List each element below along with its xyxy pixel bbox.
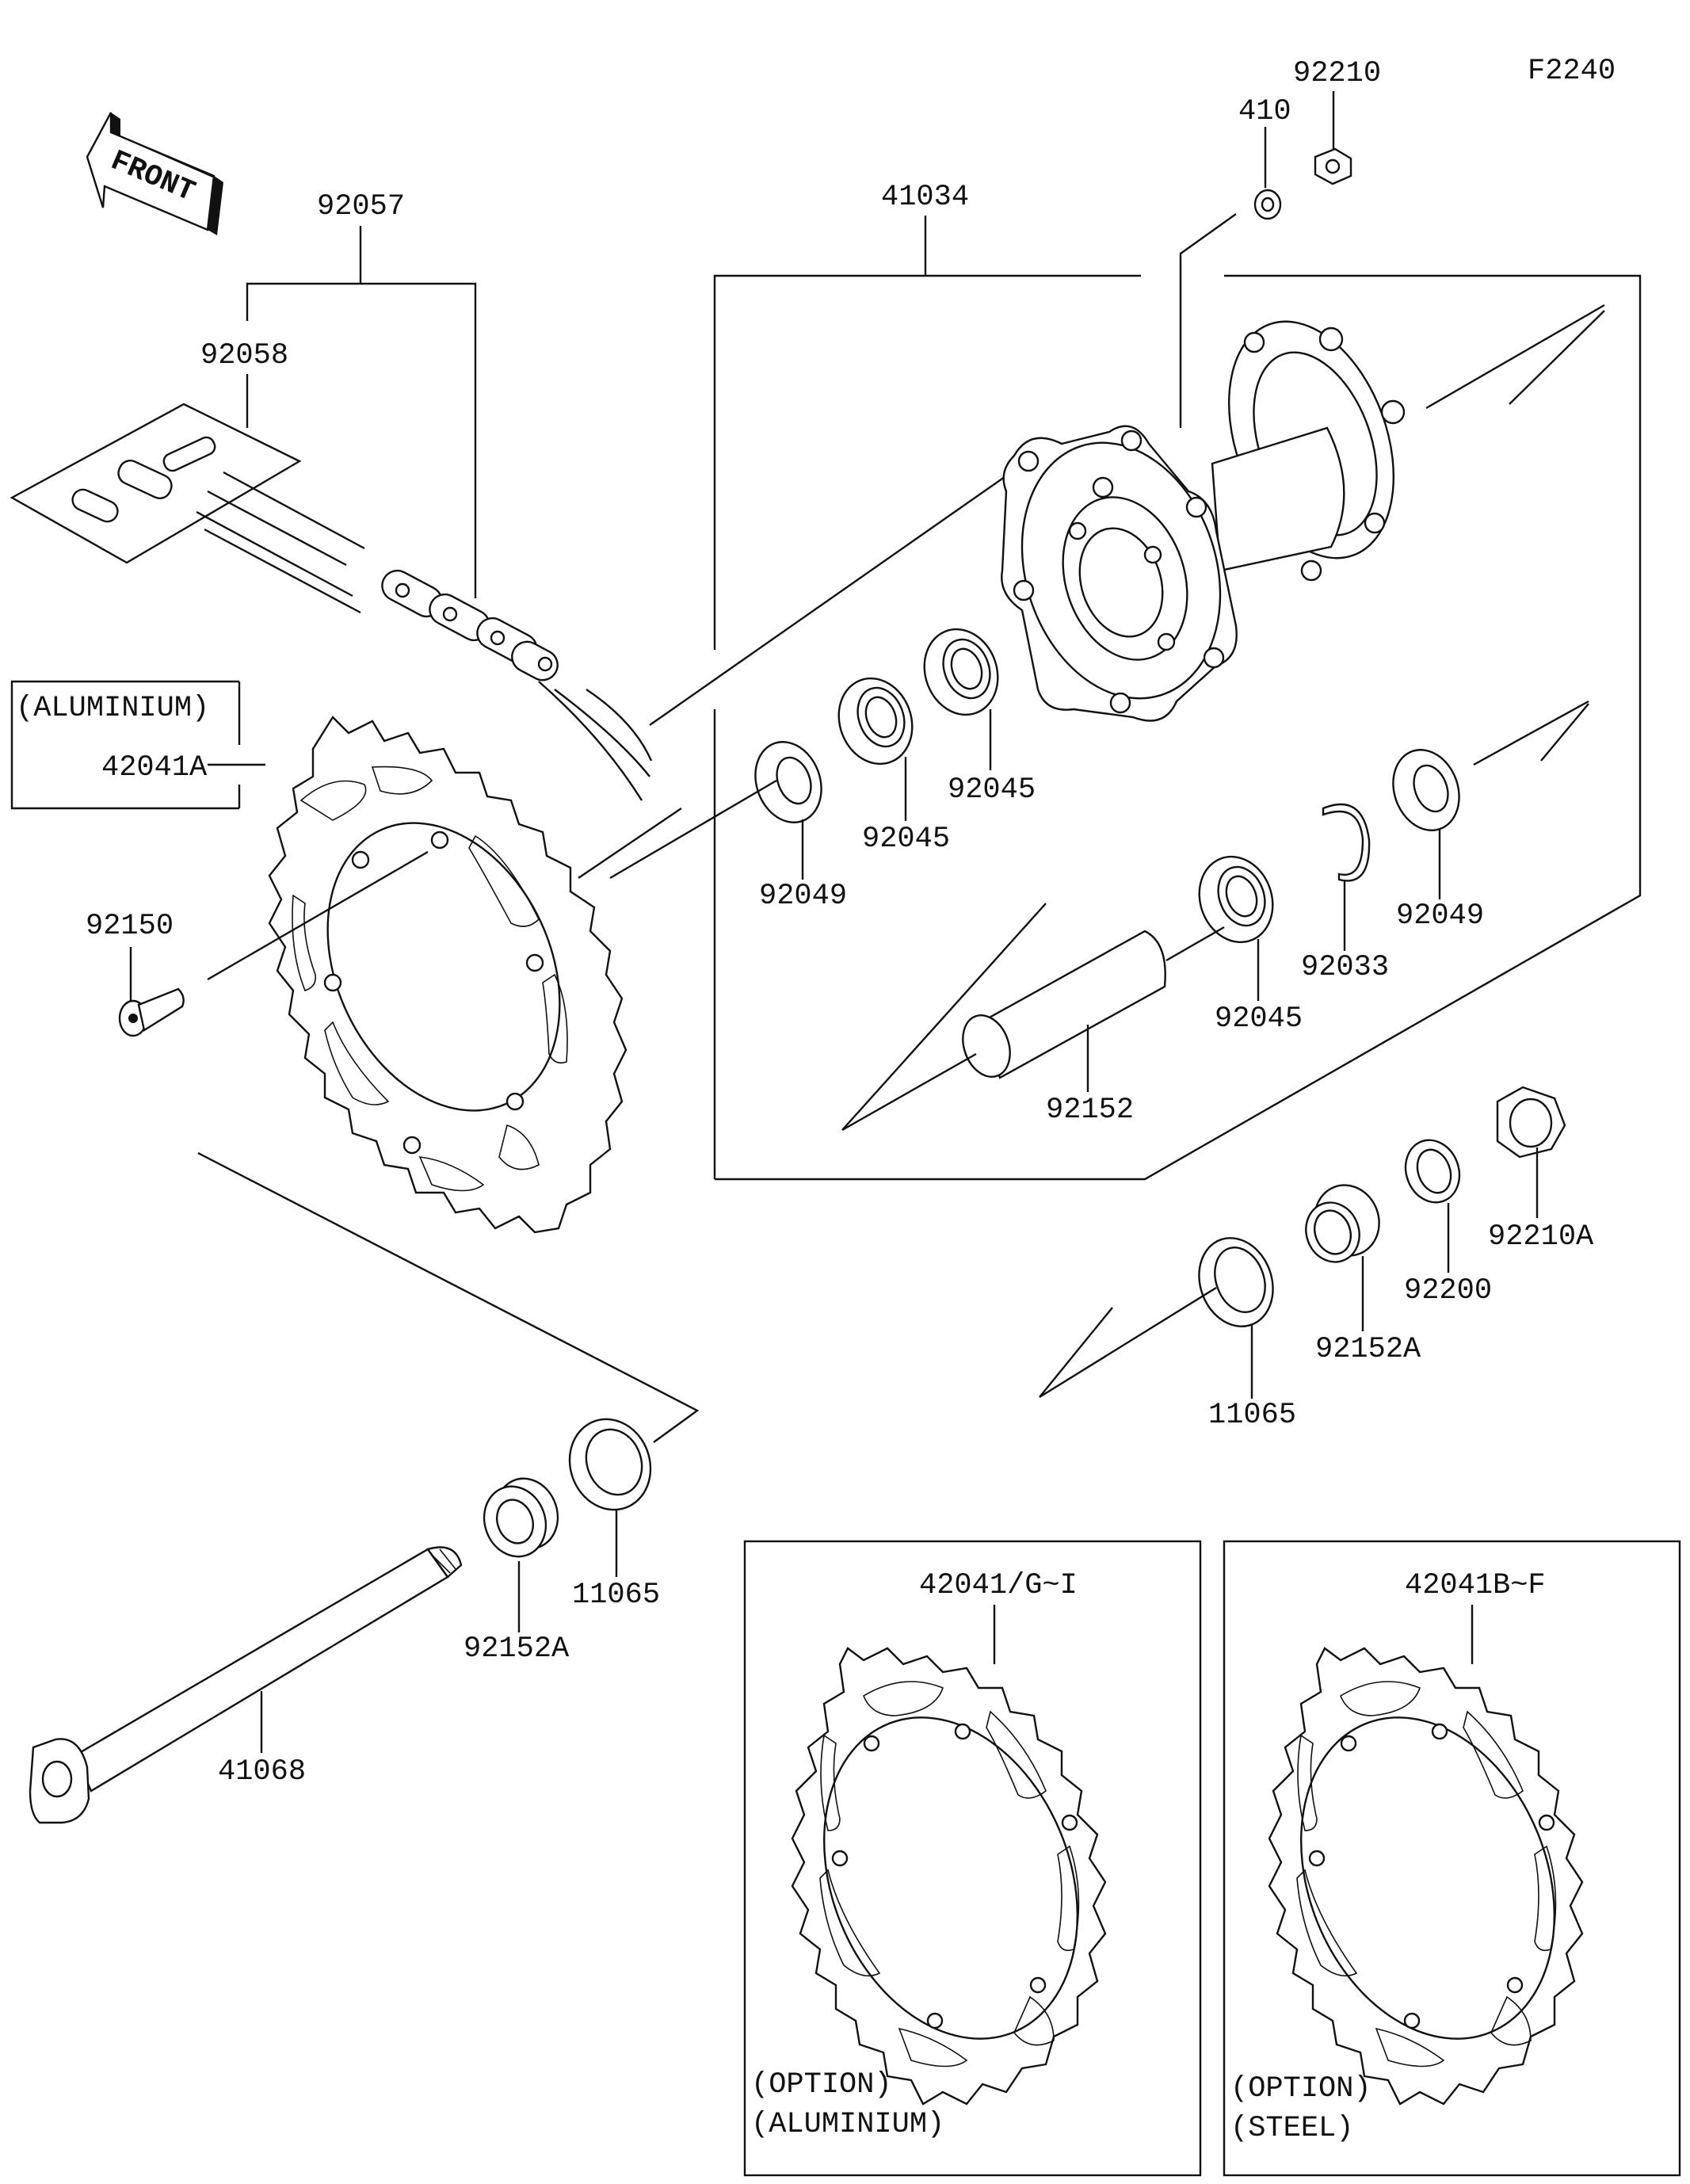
option-steel-line2: (STEEL) (1230, 2112, 1353, 2145)
label-92045-c: 92045 (1215, 1002, 1303, 1036)
option-steel-line1: (OPTION) (1230, 2072, 1371, 2106)
aluminium-tag: (ALUMINIUM) (16, 692, 209, 725)
aluminium-callout: (ALUMINIUM) 42041A (10, 680, 265, 810)
sprocket-bolt: 92150 (86, 910, 185, 1037)
label-92049-right: 92049 (1396, 899, 1484, 933)
label-11065-left: 11065 (572, 1579, 660, 1612)
label-92200: 92200 (1404, 1274, 1492, 1308)
label-92049-left: 92049 (759, 880, 847, 913)
option-aluminium-line2: (ALUMINIUM) (751, 2108, 944, 2141)
right-axle-parts: 92210A 92200 92152A 11065 (1039, 1086, 1594, 1432)
figure-code: F2240 (1528, 55, 1616, 88)
label-92045-b: 92045 (948, 773, 1036, 807)
label-92152a-left: 92152A (464, 1632, 570, 1666)
hub-assembly-box: 41034 (713, 181, 1642, 1181)
top-fasteners: 410 92210 (1179, 57, 1381, 428)
label-92210a: 92210A (1488, 1220, 1594, 1254)
label-42041a: 42041A (101, 751, 208, 785)
label-92210: 92210 (1293, 57, 1381, 90)
rear-sprocket-main (207, 716, 682, 1234)
chain-segment (381, 569, 559, 682)
label-92152: 92152 (1046, 1094, 1134, 1127)
master-link-parts (71, 436, 365, 614)
front-arrow-icon: FRONT (86, 112, 223, 235)
label-92033: 92033 (1301, 951, 1389, 984)
label-92150: 92150 (86, 910, 174, 943)
label-41034: 41034 (881, 181, 969, 214)
chain-callouts: 92057 92058 (10, 190, 477, 598)
option-aluminium-line1: (OPTION) (751, 2068, 892, 2102)
left-axle-parts: 11065 92152A 41068 (29, 1151, 700, 1824)
label-92152a-right: 92152A (1315, 1333, 1421, 1366)
label-42041bf: 42041B~F (1405, 1569, 1546, 1602)
label-92045-a: 92045 (862, 823, 950, 856)
label-11065-right: 11065 (1208, 1399, 1296, 1432)
option-steel-box: 42041B~F (OPTION) (STEEL) (1223, 1540, 1681, 2177)
option-aluminium-box: 42041/G~I (OPTION) (ALUMINIUM) (743, 1540, 1202, 2177)
label-410: 410 (1238, 95, 1291, 128)
label-92057: 92057 (317, 190, 405, 223)
label-41068: 41068 (218, 1755, 306, 1789)
hub-bearings: 92049 92045 92045 92049 92033 92045 9215… (609, 628, 1589, 1132)
rear-hub (1001, 320, 1406, 722)
label-92058: 92058 (200, 339, 288, 372)
label-42041gi: 42041/G~I (919, 1569, 1078, 1602)
